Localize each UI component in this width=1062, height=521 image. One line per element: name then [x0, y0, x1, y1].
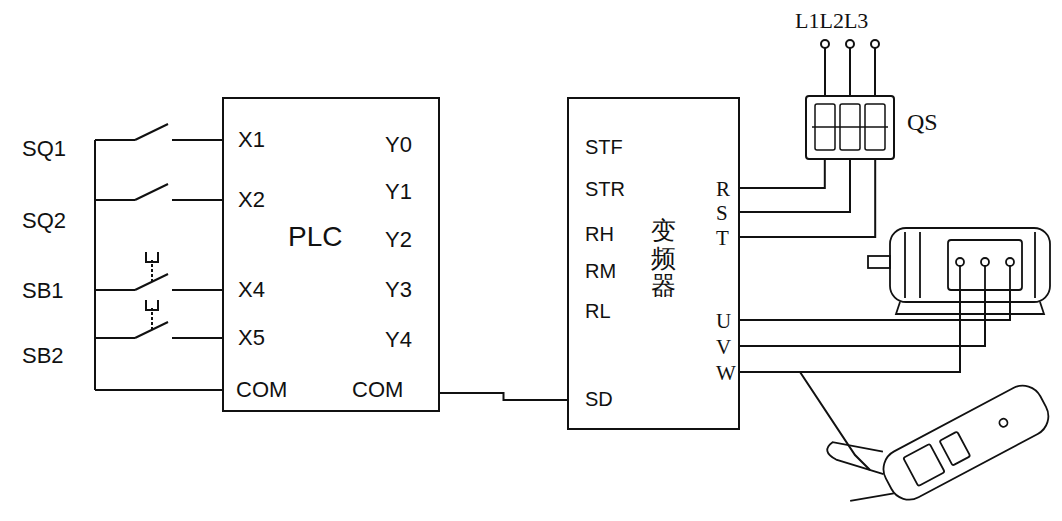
pin-label: COM: [236, 377, 287, 402]
pin-label: X4: [238, 277, 265, 302]
clamp-meter: [822, 346, 1055, 521]
pin-label: SD: [585, 388, 613, 411]
limit-switch: [95, 184, 222, 200]
power-wire: [740, 160, 825, 188]
signal-wire: [440, 393, 567, 400]
supply-label: L1L2L3: [795, 8, 868, 33]
measured-lead: [800, 372, 870, 470]
pin-label: Y0: [385, 132, 412, 157]
device-tag: SB2: [22, 343, 64, 368]
pin-label: Y4: [385, 327, 412, 352]
breaker-box: QS: [805, 95, 895, 160]
pin-label: X5: [238, 325, 265, 350]
pin-label: Y2: [385, 227, 412, 252]
power-wire: [740, 160, 850, 212]
pin-label: U: [716, 309, 731, 333]
pin-label: COM: [352, 377, 403, 402]
pin-label: S: [716, 201, 728, 225]
breaker-poles: [812, 104, 888, 150]
pin-label: R: [716, 177, 730, 201]
pin-label: Y3: [385, 277, 412, 302]
pin-label: RH: [585, 223, 614, 246]
pin-label: T: [716, 226, 729, 250]
pin-label: RL: [585, 300, 611, 323]
pin-label: STF: [585, 136, 623, 159]
limit-switch: [95, 124, 222, 140]
push-button: [95, 252, 222, 290]
device-tag: SQ2: [22, 208, 66, 233]
common-bus: [94, 140, 96, 390]
power-wire: [740, 160, 875, 237]
device-tag: QS: [907, 109, 938, 137]
supply-terminals: [821, 40, 879, 95]
box-title: PLC: [288, 221, 342, 253]
pin-label: RM: [585, 260, 616, 283]
push-button: [95, 300, 222, 338]
pin-label: X1: [238, 127, 265, 152]
com-wire: [95, 389, 222, 391]
pin-label: Y1: [385, 179, 412, 204]
motor-symbol: [868, 228, 1050, 314]
pin-label: STR: [585, 178, 625, 201]
pin-label: V: [716, 335, 731, 359]
pin-label: X2: [238, 187, 265, 212]
device-tag: SQ1: [22, 136, 66, 161]
pin-label: W: [716, 361, 736, 385]
box-title: 变频器: [651, 217, 676, 300]
device-tag: SB1: [22, 278, 64, 303]
